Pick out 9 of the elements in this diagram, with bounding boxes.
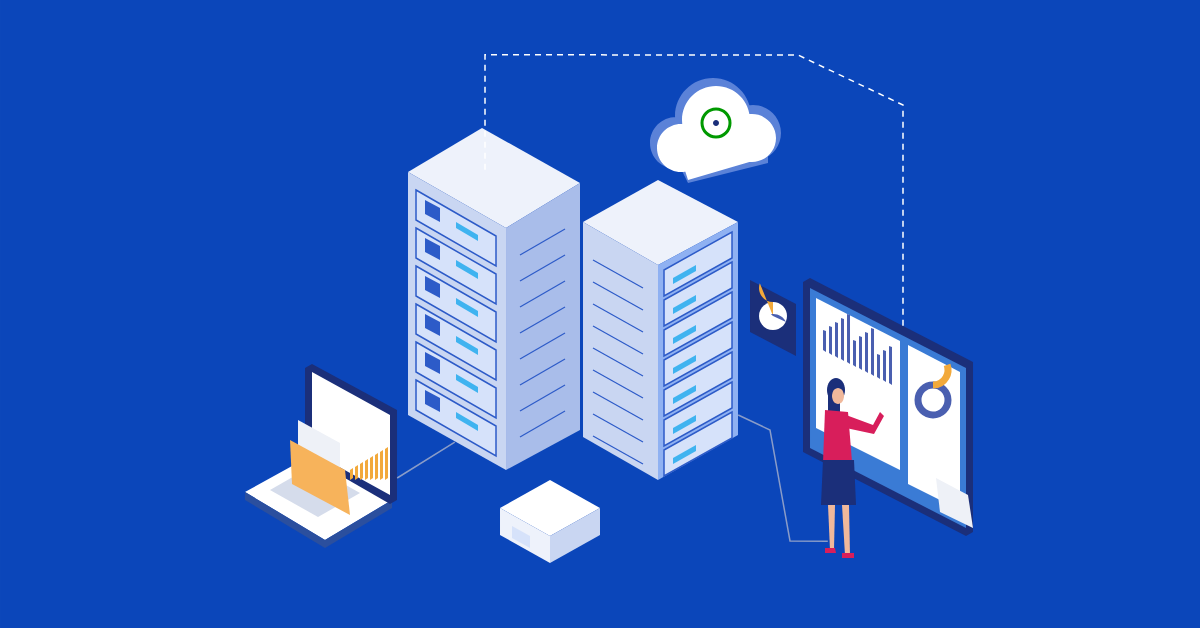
connector-line	[396, 441, 456, 479]
person-drawing	[821, 378, 884, 558]
connector-line	[484, 54, 904, 329]
laptop-drawing	[245, 364, 397, 548]
server-rack-drawing	[408, 128, 580, 470]
network-appliance-drawing	[500, 480, 600, 563]
pie-chart-tile-drawing	[750, 280, 796, 356]
cloud-drawing	[650, 78, 781, 183]
server-rack-drawing	[583, 180, 738, 480]
